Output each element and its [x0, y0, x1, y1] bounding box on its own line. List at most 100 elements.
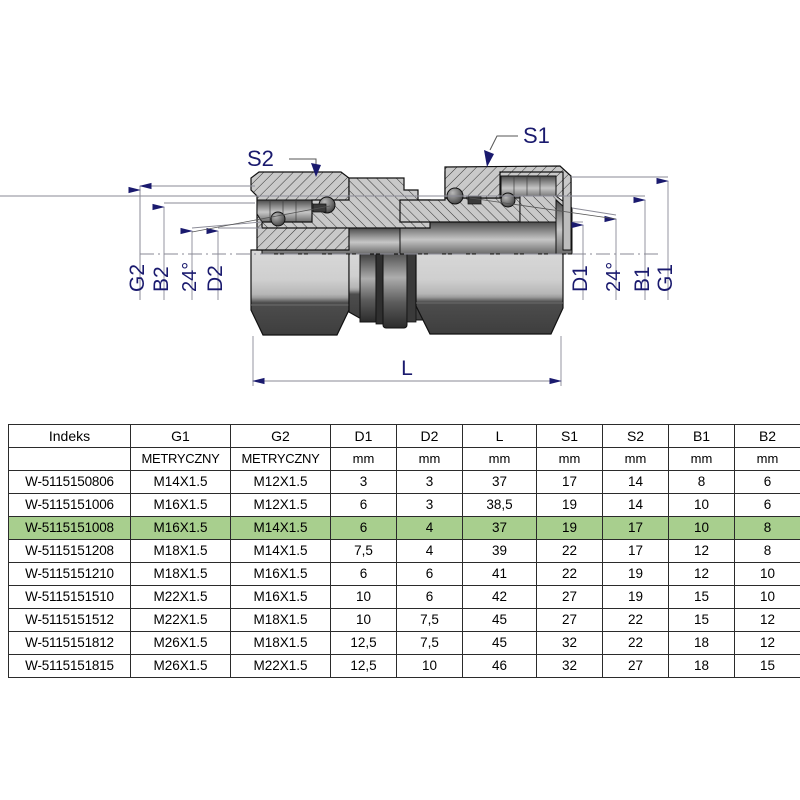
cell-g1: M18X1.5	[130, 562, 231, 586]
cell-b2: 10	[734, 562, 800, 586]
cell-index: W-5115150806	[8, 470, 131, 494]
cell-d1: 7,5	[330, 539, 397, 563]
cell-s1: 27	[536, 585, 603, 609]
callout-S2: S2	[247, 146, 321, 177]
cell-s2: 14	[602, 470, 669, 494]
cell-g1: M22X1.5	[130, 608, 231, 632]
cell-g2: M16X1.5	[230, 562, 331, 586]
cell-index: W-5115151006	[8, 493, 131, 517]
cell-s1: 19	[536, 493, 603, 517]
cell-l: 38,5	[462, 493, 537, 517]
length-dimension-L: L	[252, 336, 562, 386]
column-unit-d2: mm	[396, 447, 463, 471]
column-unit-b2: mm	[734, 447, 800, 471]
right-nut-outer-body	[415, 249, 564, 335]
cell-d2: 6	[396, 562, 463, 586]
column-unit-g1: METRYCZNY	[130, 447, 231, 471]
column-header-l: L	[462, 424, 537, 448]
column-header-b2: B2	[734, 424, 800, 448]
cell-b2: 12	[734, 631, 800, 655]
cell-l: 45	[462, 608, 537, 632]
cell-l: 45	[462, 631, 537, 655]
cell-b1: 18	[668, 654, 735, 678]
column-header-g2: G2	[230, 424, 331, 448]
column-header-s1: S1	[536, 424, 603, 448]
cell-g2: M12X1.5	[230, 470, 331, 494]
cell-b2: 6	[734, 493, 800, 517]
dim-label-B1: B1	[631, 266, 654, 292]
cell-d2: 3	[396, 470, 463, 494]
cell-d2: 4	[396, 539, 463, 563]
cell-d1: 6	[330, 562, 397, 586]
cell-g2: M16X1.5	[230, 585, 331, 609]
dim-label-angle-right: 24°	[603, 262, 625, 292]
right-nut-rim	[562, 195, 572, 251]
technical-drawing: G2 B2 24° D2 D1 24° B1 G1 S2 S1 L	[0, 123, 677, 386]
cell-b1: 10	[668, 516, 735, 540]
right-taper-leader	[469, 197, 617, 220]
left-cutting-ring-inner	[270, 211, 286, 227]
cell-d2: 7,5	[396, 608, 463, 632]
cell-d2: 7,5	[396, 631, 463, 655]
cell-index: W-5115151812	[8, 631, 131, 655]
cell-l: 39	[462, 539, 537, 563]
cell-d1: 6	[330, 516, 397, 540]
column-unit-l: mm	[462, 447, 537, 471]
column-unit-b1: mm	[668, 447, 735, 471]
cell-s1: 27	[536, 608, 603, 632]
callout-label-S2: S2	[247, 146, 274, 171]
cell-s2: 22	[602, 631, 669, 655]
cell-s2: 22	[602, 608, 669, 632]
column-header-index: Indeks	[8, 424, 131, 448]
cell-b2: 6	[734, 470, 800, 494]
dim-label-D2: D2	[204, 265, 227, 292]
cell-g1: M26X1.5	[130, 631, 231, 655]
column-unit-s2: mm	[602, 447, 669, 471]
cell-s1: 22	[536, 539, 603, 563]
cell-b1: 15	[668, 608, 735, 632]
cell-s1: 32	[536, 654, 603, 678]
column-header-b1: B1	[668, 424, 735, 448]
cell-g2: M18X1.5	[230, 631, 331, 655]
cell-index: W-5115151510	[8, 585, 131, 609]
column-header-d1: D1	[330, 424, 397, 448]
right-cutting-ring-inner	[500, 192, 516, 208]
cell-b1: 8	[668, 470, 735, 494]
length-dimension-label: L	[401, 357, 413, 380]
cell-g1: M22X1.5	[130, 585, 231, 609]
cell-g2: M14X1.5	[230, 516, 331, 540]
cell-l: 46	[462, 654, 537, 678]
cell-b1: 12	[668, 562, 735, 586]
cell-s2: 27	[602, 654, 669, 678]
callout-label-S1: S1	[523, 123, 550, 148]
dim-label-D1: D1	[569, 265, 592, 292]
fitting-cross-section-svg: G2 B2 24° D2 D1 24° B1 G1 S2 S1 L	[0, 123, 677, 386]
cell-d1: 3	[330, 470, 397, 494]
cell-d1: 6	[330, 493, 397, 517]
cell-b1: 12	[668, 539, 735, 563]
cell-s2: 14	[602, 493, 669, 517]
cell-d1: 10	[330, 608, 397, 632]
cell-index: W-5115151815	[8, 654, 131, 678]
left-nut-outer-body	[250, 249, 350, 336]
cell-index: W-5115151008	[8, 516, 131, 540]
cell-s1: 32	[536, 631, 603, 655]
cell-d2: 3	[396, 493, 463, 517]
cell-d2: 6	[396, 585, 463, 609]
column-unit-g2: METRYCZNY	[230, 447, 331, 471]
cell-b1: 15	[668, 585, 735, 609]
